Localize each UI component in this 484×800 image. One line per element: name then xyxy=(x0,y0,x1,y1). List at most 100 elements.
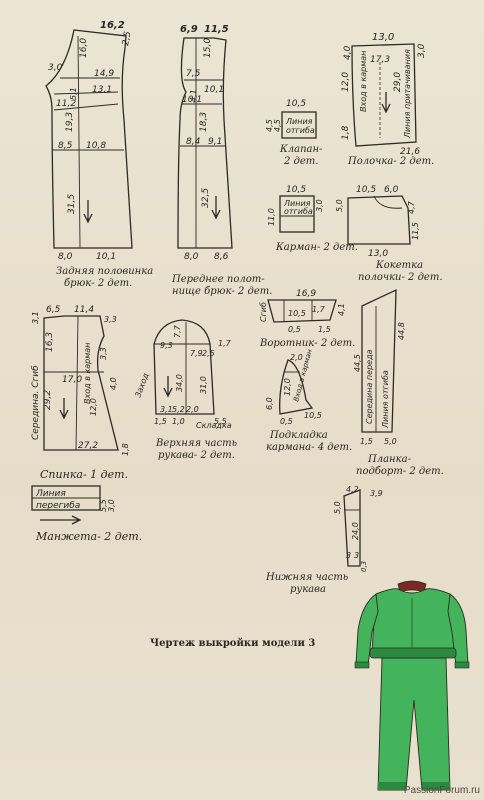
front-trouser-dim-6: 4,1 xyxy=(189,89,198,102)
flap-label: Клапан- xyxy=(279,144,323,155)
front-trouser-label: Переднее полот- xyxy=(171,274,265,285)
yoke-dim-5: 11,5 xyxy=(411,222,420,240)
placket-dim-2: 44,5 xyxy=(353,354,362,372)
front-panel-text-1: Вход в карман xyxy=(359,51,368,112)
sleeve-top-dim-1: 7,7 xyxy=(173,324,182,338)
placket-text-1: Середина переда xyxy=(365,349,374,424)
front-trouser-dim-1: 6,9 xyxy=(180,24,198,35)
front-trouser-dim-9: 8,4 xyxy=(186,137,201,147)
flap-dim-3: 4,5 xyxy=(273,119,282,132)
yoke-dim-3: 5,0 xyxy=(335,199,344,212)
watermark: PassionForum.ru xyxy=(403,785,480,796)
placket-label-2: подборт- 2 дет. xyxy=(356,466,444,477)
pocket-label: Карман- 2 дет. xyxy=(275,242,358,253)
sleeve-bottom-dim-5: 3 xyxy=(346,551,351,560)
front-trouser-dim-3: 15,0 xyxy=(203,38,213,58)
back-dim-9: 12,0 xyxy=(89,398,98,416)
front-trouser-label-2: нище брюк- 2 дет. xyxy=(172,286,272,297)
back-dim-1: 6,5 xyxy=(46,305,61,315)
pocket-lining-label: Подкладка xyxy=(269,430,328,441)
sleeve-top-dim-4: 7,9 xyxy=(190,349,203,358)
back-dim-2: 11,4 xyxy=(74,305,94,315)
back-trouser-dim-9: 19,3 xyxy=(65,112,75,132)
sleeve-top-dim-13: 5,5 xyxy=(214,417,227,426)
sleeve-top-text-1: Заход xyxy=(133,371,150,398)
front-trouser-dim-11: 32,5 xyxy=(201,188,211,208)
pocket-dim-2: 11,0 xyxy=(267,208,276,226)
sleeve-top-dim-10: 2,0 xyxy=(186,405,199,414)
back-dim-4: 3,3 xyxy=(104,315,117,324)
sleeve-bottom-dim-4: 24,0 xyxy=(351,522,360,540)
back-trouser-dim-12: 31,5 xyxy=(67,194,77,214)
front-panel-dim-1: 13,0 xyxy=(372,32,394,43)
yoke-piece: 10,5 6,0 5,0 4,7 11,5 13,0 Кокетка полоч… xyxy=(335,185,443,283)
figure-caption: Чертеж выкройки модели 3 xyxy=(150,638,315,649)
pocket-lining-label-2: кармана- 4 дет. xyxy=(266,442,352,453)
placket-dim-3: 1,5 xyxy=(360,437,373,446)
sleeve-top-dim-3: 1,7 xyxy=(218,339,232,348)
yoke-dim-4: 4,7 xyxy=(407,200,416,214)
sleeve-top-dim-7: 31,0 xyxy=(199,376,208,394)
yoke-dim-1: 10,5 xyxy=(356,185,376,195)
pocket-fold-1: Линия xyxy=(283,199,311,208)
back-trouser-dim-2: 2,5 xyxy=(121,30,133,46)
front-trouser-dim-13: 8,6 xyxy=(214,252,229,262)
pocket-lining-dim-3: 6,0 xyxy=(265,397,274,410)
front-panel-label: Полочка- 2 дет. xyxy=(347,156,434,167)
back-dim-3: 3,1 xyxy=(31,311,40,324)
pocket-piece: 10,5 11,0 3,0 Линия отгиба Карман- 2 дет… xyxy=(267,185,358,253)
sleeve-bottom-dim-1: 4,2 xyxy=(346,485,359,494)
pocket-dim-1: 10,5 xyxy=(286,185,306,195)
back-trouser-dim-5: 14,9 xyxy=(94,69,114,79)
front-panel-dim-7: 1,8 xyxy=(341,125,351,140)
back-pocket-entry: Вход в карман xyxy=(83,343,92,404)
sleeve-top-dim-6: 34,0 xyxy=(175,374,184,392)
collar-dim-4: 0,5 xyxy=(288,325,301,334)
cuff-label: Манжета- 2 дет. xyxy=(35,530,142,543)
collar-piece: 16,9 10,5 1,7 0,5 1,5 4,1 Сгиб Воротник-… xyxy=(259,289,355,349)
cuff-dim-2: 3,0 xyxy=(107,499,116,512)
pocket-lining-dim-1: 2,0 xyxy=(290,353,303,362)
collar-dim-1: 16,9 xyxy=(296,289,316,299)
front-panel-piece: 13,0 4,0 17,3 12,0 29,0 3,0 1,8 21,6 Вхо… xyxy=(341,32,434,167)
flap-piece: 10,5 4,5 4,5 Линия отгиба Клапан- 2 дет. xyxy=(265,99,323,167)
pocket-lining-dim-5: 10,5 xyxy=(304,411,322,420)
sleeve-top-text-2: Складка xyxy=(196,421,232,430)
back-label: Спинка- 1 дет. xyxy=(40,468,128,481)
cuff-fold-1: Линия xyxy=(35,489,66,499)
back-dim-11: 27,2 xyxy=(78,441,98,451)
front-panel-dim-4: 12,0 xyxy=(341,72,351,92)
flap-fold-1: Линия xyxy=(285,117,313,126)
back-dim-10: 4,0 xyxy=(109,377,118,390)
placket-label: Планка- xyxy=(367,454,412,465)
sleeve-bottom-label: Нижняя часть xyxy=(265,572,348,583)
yoke-dim-2: 6,0 xyxy=(384,185,399,195)
front-trouser-dim-2: 11,5 xyxy=(204,24,229,35)
front-trouser-dim-10: 9,1 xyxy=(208,137,222,147)
sleeve-bottom-dim-6: 3 xyxy=(354,551,359,560)
back-dim-8: 29,2 xyxy=(43,390,53,410)
front-trouser-piece: 6,9 11,5 15,0 7,5 10,1 4,1 10,1 18,3 8,4… xyxy=(171,24,272,297)
placket-dim-1: 44,8 xyxy=(397,322,406,340)
front-trouser-dim-7: 10,1 xyxy=(182,95,202,105)
yoke-dim-6: 13,0 xyxy=(368,249,388,259)
sleeve-bottom-dim-3: 5,0 xyxy=(333,501,342,514)
flap-fold-2: отгиба xyxy=(286,126,315,135)
front-trouser-dim-4: 7,5 xyxy=(186,69,201,79)
yoke-label: Кокетка xyxy=(375,260,423,271)
back-trouser-dim-10: 8,5 xyxy=(58,141,73,151)
back-trouser-dim-4: 3,0 xyxy=(48,63,63,73)
cuff-piece: Линия перегиба 5,5 3,0 Манжета- 2 дет. xyxy=(31,485,142,543)
pocket-lining-dim-4: 0,5 xyxy=(280,417,293,426)
front-trouser-dim-8: 18,3 xyxy=(199,112,209,132)
back-trouser-label: Задняя половинка xyxy=(56,266,153,277)
back-dim-7: 17,0 xyxy=(62,375,82,385)
pocket-fold-2: отгиба xyxy=(284,207,313,216)
back-dim-6: 3,3 xyxy=(99,347,108,360)
pocket-dim-3: 3,0 xyxy=(315,199,324,212)
collar-dim-3: 1,7 xyxy=(312,305,326,314)
back-trouser-dim-13: 8,0 xyxy=(58,252,73,262)
sleeve-bottom-dim-2: 3,9 xyxy=(370,489,383,498)
front-panel-text-2: Линия притачивания xyxy=(403,49,412,139)
sleeve-top-dim-11: 1,5 xyxy=(154,417,167,426)
